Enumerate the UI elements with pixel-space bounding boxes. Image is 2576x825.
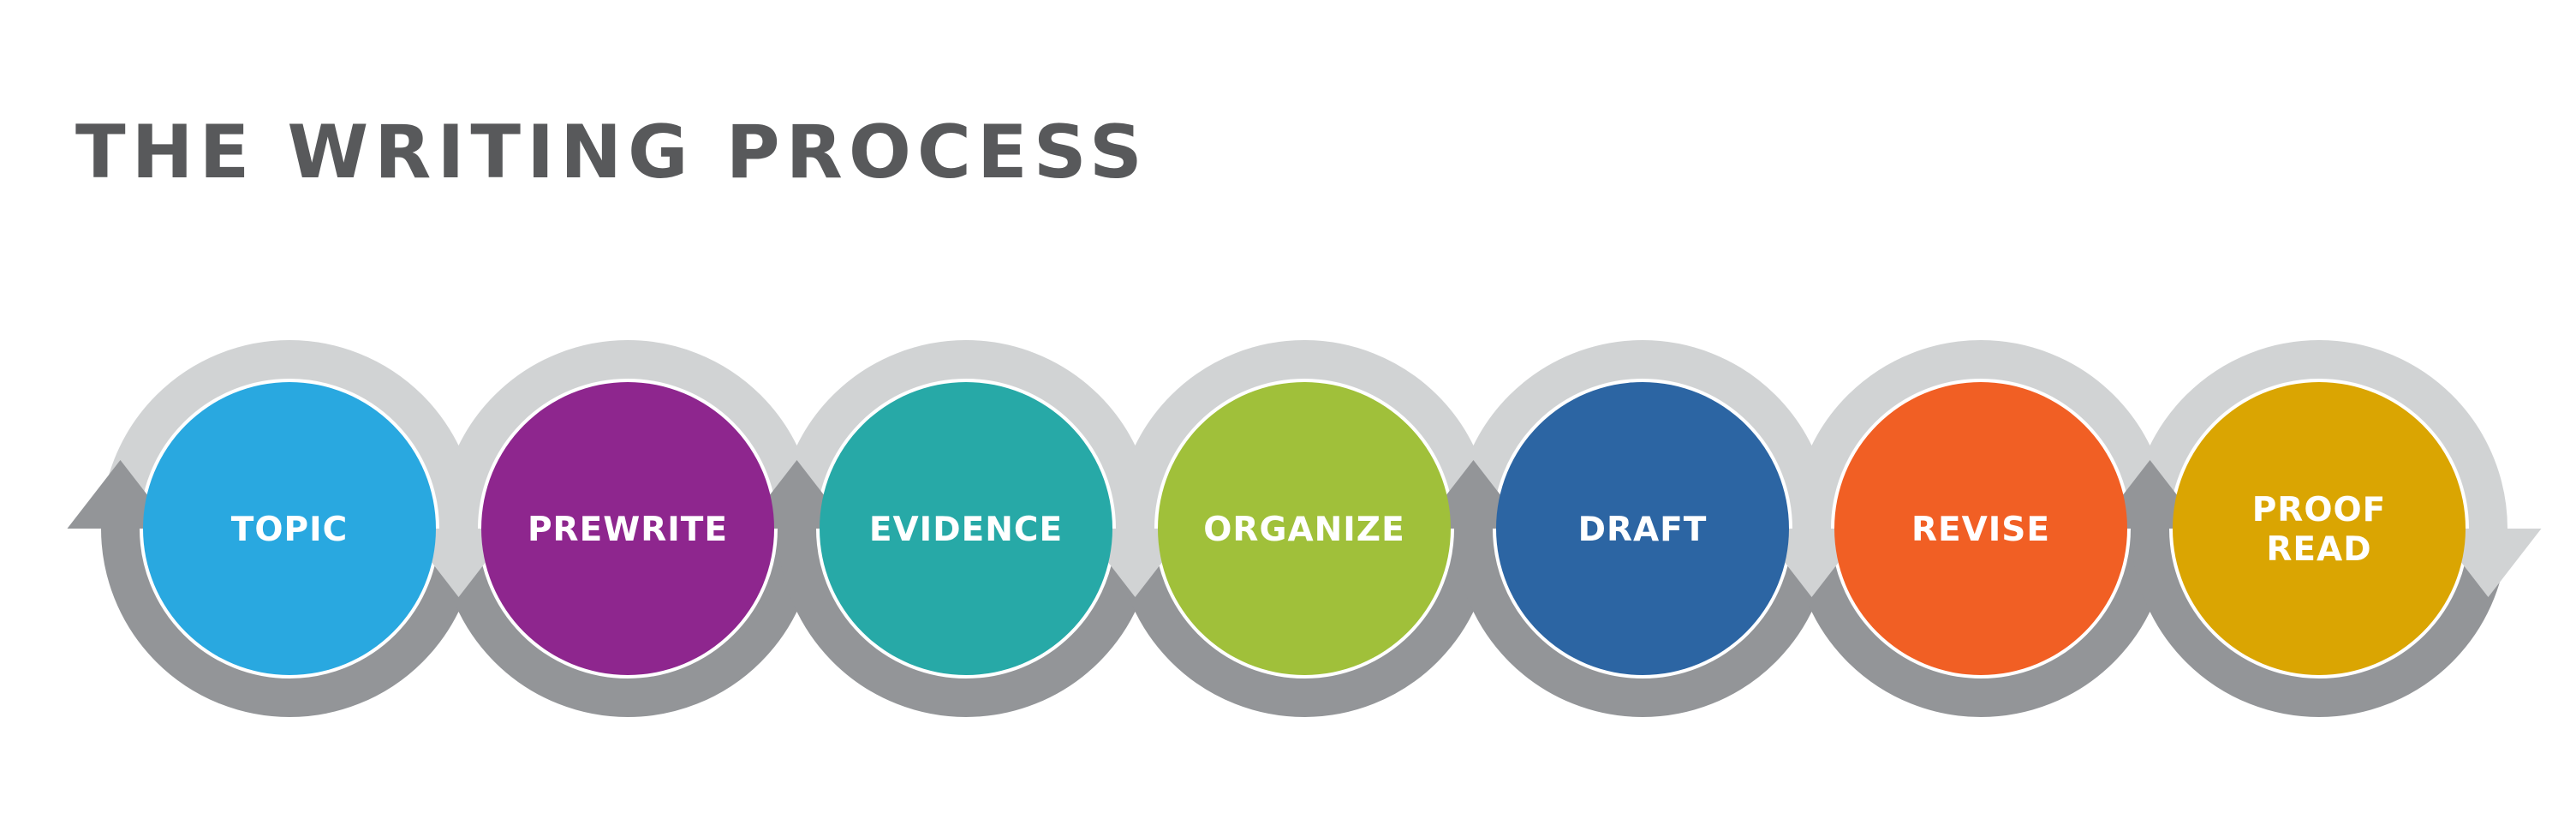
diagram-title: THE WRITING PROCESS: [75, 110, 1148, 195]
step-label: TOPIC: [231, 511, 348, 549]
step-label: ORGANIZE: [1203, 511, 1404, 549]
ring-upper-arc: [778, 340, 1154, 529]
ring-lower-arc: [778, 528, 1154, 717]
step-circle: [820, 382, 1112, 675]
step-circle: [481, 382, 774, 675]
step-circle: [1158, 382, 1451, 675]
ring-upper-arc: [1116, 340, 1493, 529]
step-label: EVIDENCE: [869, 511, 1063, 549]
ring-upper-arc: [439, 340, 816, 529]
step-circle: [1496, 382, 1789, 675]
step-label: PREWRITE: [528, 511, 728, 549]
ring-lower-arc: [1792, 528, 2169, 717]
ring-lower-arc: [1454, 528, 1831, 717]
ring-lower-arc: [439, 528, 816, 717]
step-circle: [2173, 382, 2466, 675]
ring-lower-arc: [101, 528, 478, 717]
step-label: DRAFT: [1578, 511, 1708, 549]
step-circle: [1834, 382, 2127, 675]
step-label: REVISE: [1911, 511, 2050, 549]
step-label: PROOF: [2252, 491, 2387, 529]
ring-upper-arc: [1792, 340, 2169, 529]
step-circle: [143, 382, 436, 675]
ring-upper-arc: [2131, 340, 2507, 529]
step-label: READ: [2266, 530, 2371, 569]
ring-lower-arc: [1116, 528, 1493, 717]
ring-upper-arc: [101, 340, 478, 529]
ring-upper-arc: [1454, 340, 1831, 529]
ring-lower-arc: [2131, 528, 2507, 717]
